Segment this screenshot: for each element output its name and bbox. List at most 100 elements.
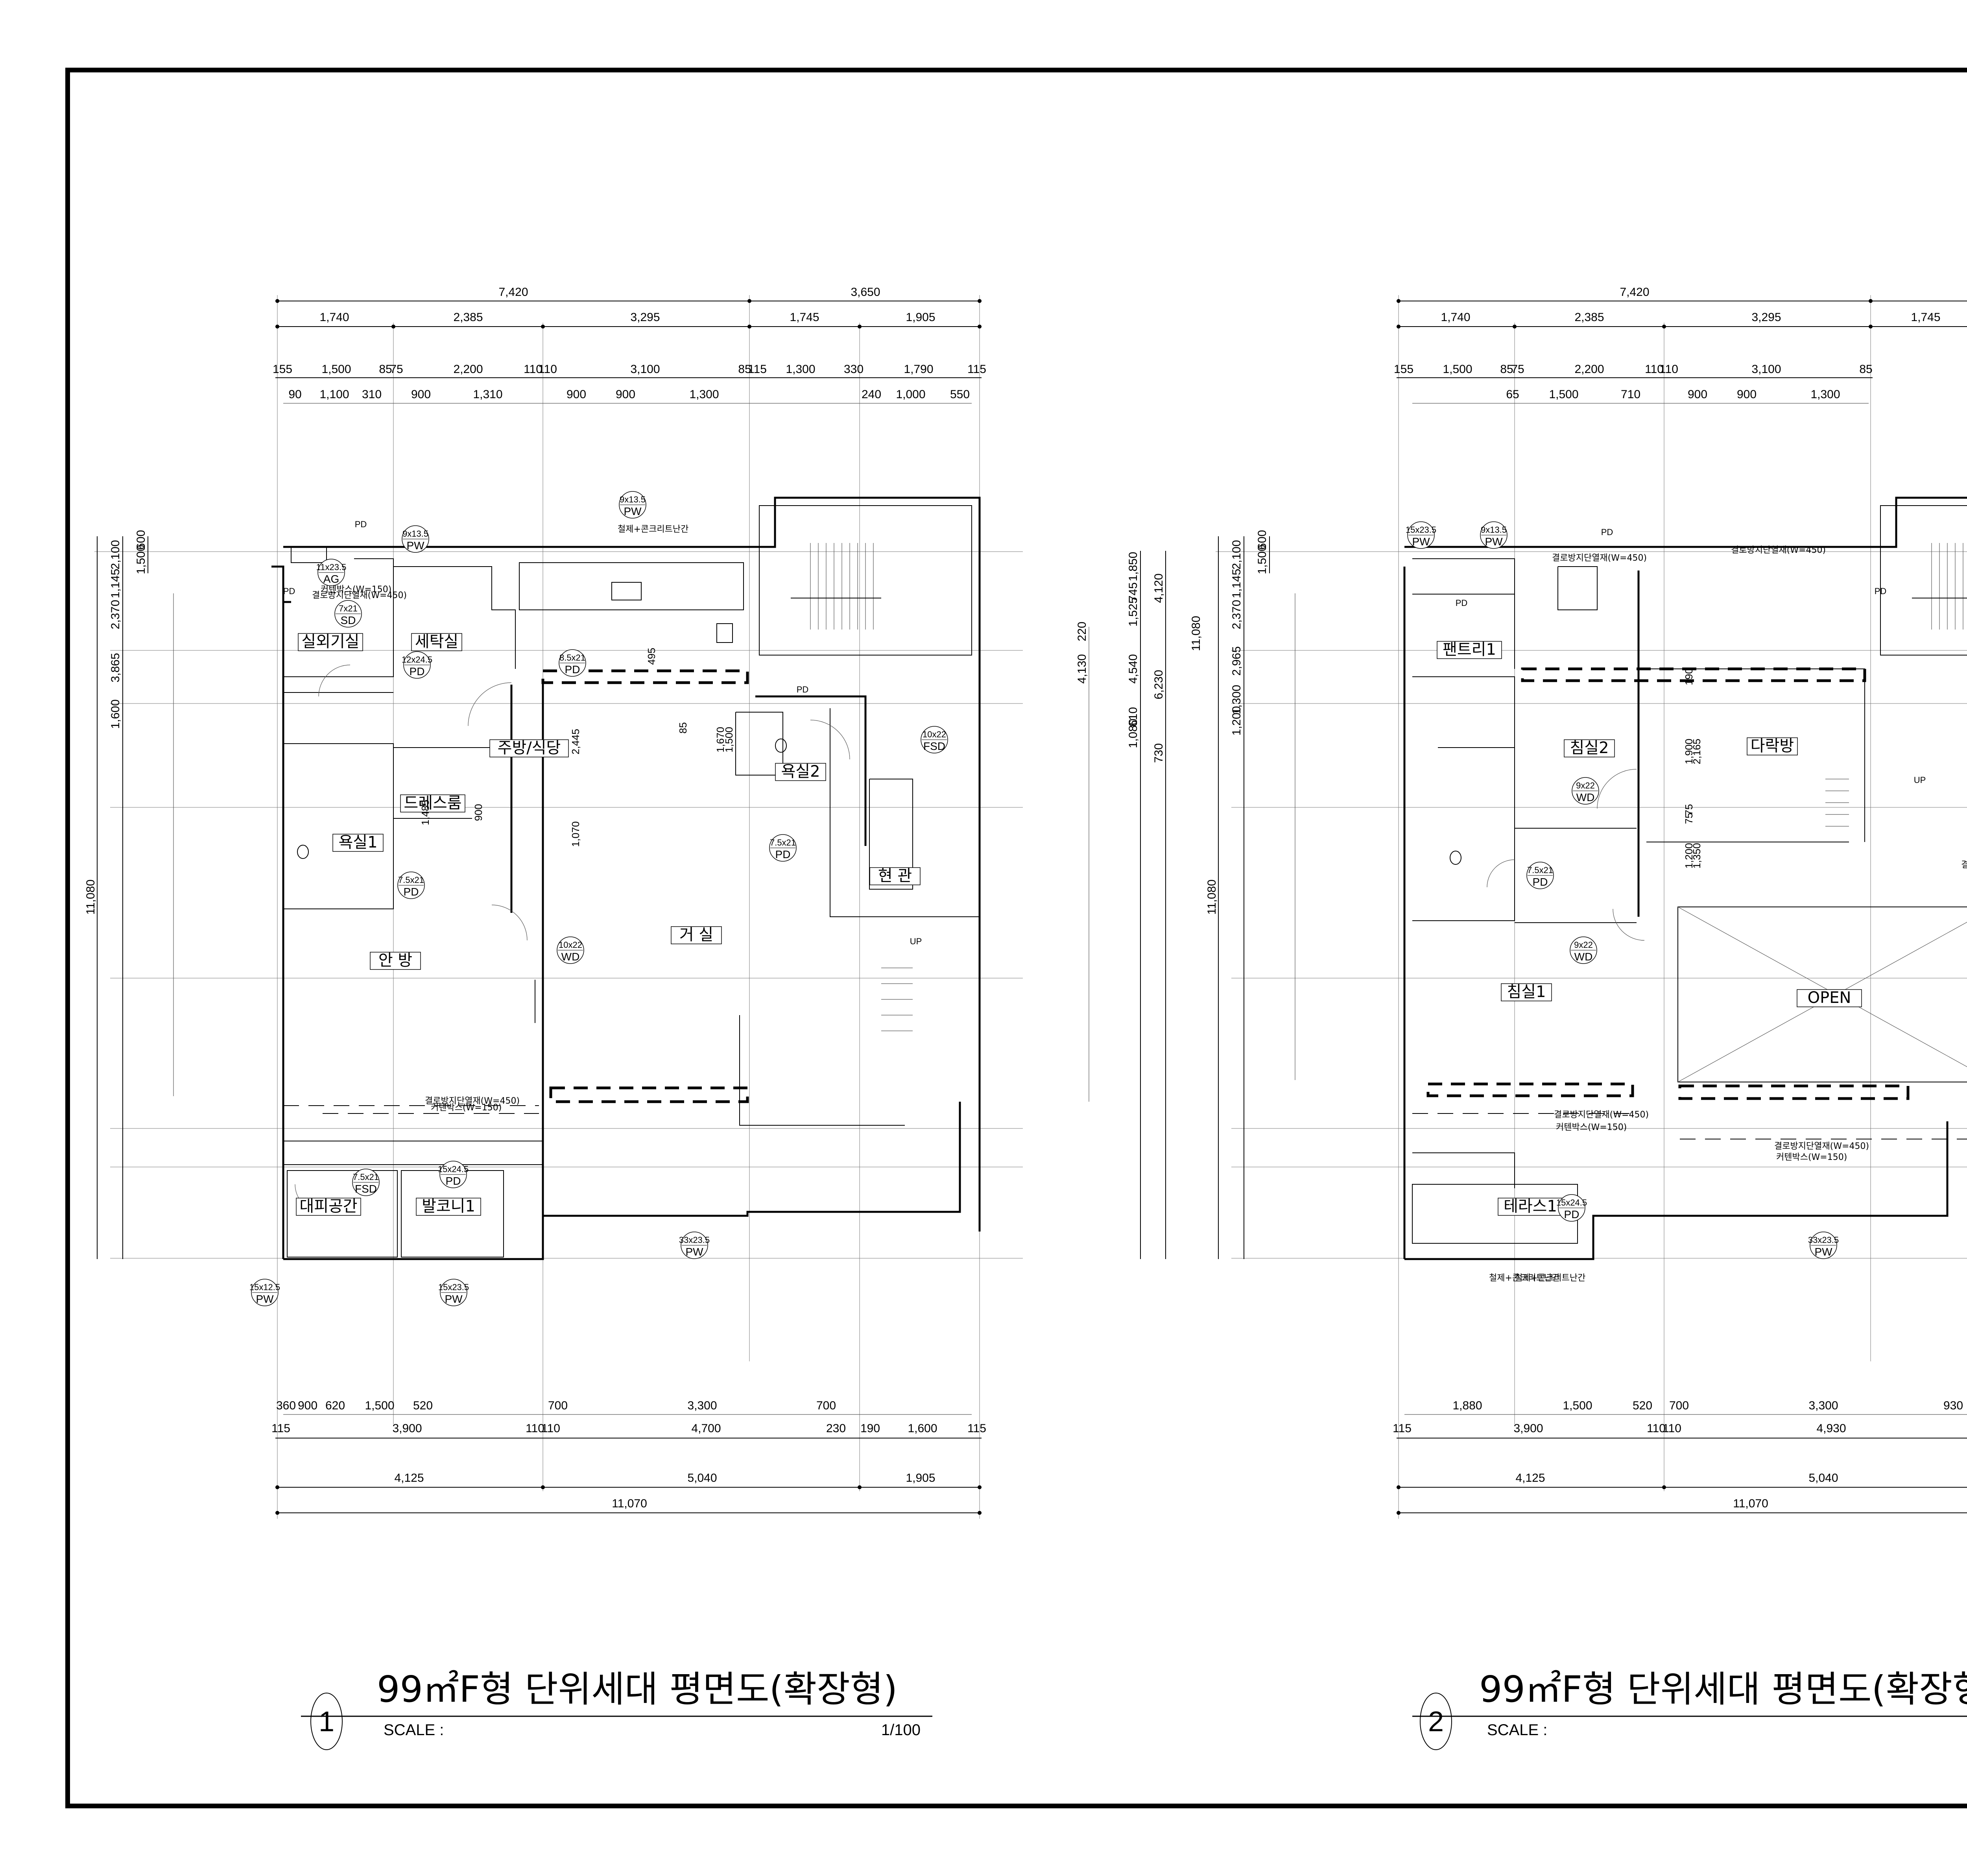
plan2-title-block: 2 99㎡F형 단위세대 평면도(확장형) SCALE : 1/100 bbox=[1412, 1668, 1967, 1750]
dim-text: 1,310 bbox=[473, 388, 502, 401]
opening-size: 15x23.5 bbox=[438, 1282, 469, 1292]
dim-text: 1,740 bbox=[1441, 311, 1470, 324]
dim-text: 900 bbox=[616, 388, 635, 401]
room-label: 테라스1 bbox=[1504, 1197, 1557, 1215]
sink-icon bbox=[611, 582, 642, 600]
dim-text: 3,865 bbox=[109, 653, 122, 682]
dim-text: 155 bbox=[273, 363, 292, 376]
dim-text: 85 bbox=[677, 722, 689, 734]
dim-text: 115 bbox=[967, 1422, 986, 1435]
dim-text: 1,500 bbox=[321, 363, 351, 376]
dim-text: 1,300 bbox=[1230, 685, 1243, 714]
dim-text: 2,100 bbox=[1230, 540, 1243, 569]
dim-text: 1,790 bbox=[904, 363, 933, 376]
room-label: 팬트리1 bbox=[1443, 641, 1496, 659]
opening-type: PD bbox=[1533, 876, 1548, 888]
leader-note: 철제+콘크리트난간 bbox=[1515, 1273, 1585, 1283]
dim-text: 1,070 bbox=[570, 821, 581, 847]
dim-text: 85 bbox=[738, 363, 751, 376]
scale-label: SCALE : bbox=[384, 1721, 444, 1739]
dim-text: 5,040 bbox=[687, 1472, 717, 1485]
opening-size: 7.5x21 bbox=[1527, 865, 1553, 875]
small-label: PD bbox=[1601, 527, 1613, 537]
opening-size: 15x23.5 bbox=[1406, 525, 1436, 535]
opening-type: FSD bbox=[923, 740, 945, 752]
door-swing bbox=[491, 905, 528, 941]
cooktop-icon bbox=[716, 623, 733, 643]
stair bbox=[791, 543, 913, 1031]
dim-text: 1,745 bbox=[790, 311, 819, 324]
opening-type: FSD bbox=[355, 1183, 377, 1195]
dim-text: 900 bbox=[298, 1399, 317, 1412]
dim-text: 110 bbox=[541, 1422, 560, 1435]
opening-type: WD bbox=[1576, 791, 1595, 803]
dim-text: 7,420 bbox=[498, 286, 528, 299]
leader-note: 결로방지단열재(W=450) bbox=[312, 591, 407, 600]
dim-text: 4,540 bbox=[1127, 654, 1140, 683]
dim-text: 65 bbox=[1506, 388, 1519, 401]
dim-text: 1,500 bbox=[135, 545, 148, 574]
dim-text: 495 bbox=[646, 648, 657, 665]
door-swing bbox=[1613, 908, 1645, 941]
dim-text: 2,165 bbox=[1691, 739, 1703, 764]
opening-size: 7.5x21 bbox=[398, 875, 424, 885]
dim-text: 1,000 bbox=[896, 388, 925, 401]
room-label: 다락방 bbox=[1751, 737, 1794, 755]
dim-text: 1,300 bbox=[1810, 388, 1840, 401]
dim-text: 155 bbox=[1394, 363, 1413, 376]
room-label: 세탁실 bbox=[415, 633, 458, 651]
dim-text: 85 bbox=[379, 363, 392, 376]
room-label: 현 관 bbox=[878, 867, 912, 885]
dim-text: 1,905 bbox=[906, 1472, 935, 1485]
opening-size: 12x24.5 bbox=[402, 655, 432, 665]
toilet-icon bbox=[1450, 851, 1461, 865]
dim-text: 600 bbox=[1256, 530, 1269, 550]
opening-type: PD bbox=[775, 848, 791, 860]
dim-text: 85 bbox=[1500, 363, 1513, 376]
room-label: 안 방 bbox=[378, 951, 412, 969]
opening-size: 9x22 bbox=[1574, 940, 1593, 950]
room-label-box bbox=[671, 926, 722, 944]
open-void bbox=[1677, 907, 1967, 1082]
dim-text: 2,370 bbox=[1230, 600, 1243, 629]
leader-note: 철제+콘크리트난간 bbox=[618, 524, 688, 534]
dim-text: 550 bbox=[950, 388, 970, 401]
dim-text: 4,125 bbox=[1515, 1472, 1545, 1485]
dim-text: 1,080 bbox=[1127, 718, 1140, 748]
small-label: PD bbox=[1456, 598, 1468, 608]
room-label: 거 실 bbox=[679, 926, 713, 944]
dim-text: 1,850 bbox=[1127, 552, 1140, 581]
opening-type: PD bbox=[404, 886, 419, 898]
dim-text: 310 bbox=[362, 388, 382, 401]
dim-text: 1,600 bbox=[908, 1422, 937, 1435]
dim-text: 1,500 bbox=[365, 1399, 394, 1412]
dim-text: 2,100 bbox=[109, 540, 122, 569]
plan1-title-block: 1 99㎡F형 단위세대 평면도(확장형) SCALE : 1/100 bbox=[301, 1668, 932, 1750]
room-label-box bbox=[869, 867, 921, 885]
dim-text: 745 bbox=[1127, 582, 1140, 602]
dim-text: 3,900 bbox=[392, 1422, 422, 1435]
dim-text: 1,350 bbox=[1691, 843, 1703, 868]
leader-note: 커텐박스(W=150) bbox=[1776, 1152, 1847, 1162]
dim-text: 4,700 bbox=[691, 1422, 721, 1435]
dim-text: 1,300 bbox=[689, 388, 719, 401]
room-label-box bbox=[416, 1198, 481, 1216]
door-swing bbox=[1597, 769, 1637, 809]
dim-text: 6,230 bbox=[1152, 670, 1165, 699]
dim-text: 110 bbox=[538, 363, 557, 376]
dim-text: 4,125 bbox=[394, 1472, 424, 1485]
plan2-walls bbox=[1403, 497, 1967, 1260]
leader-note: 철제+콘크리트난간 bbox=[1489, 1273, 1560, 1283]
opening-size: 7.5x21 bbox=[770, 838, 796, 848]
dim-text: 900 bbox=[1737, 388, 1757, 401]
opening-type: PW bbox=[445, 1293, 463, 1305]
room-label: 침실1 bbox=[1507, 983, 1546, 1001]
opening-size: 15x24.5 bbox=[1556, 1198, 1587, 1208]
dim-text: 2,445 bbox=[570, 729, 581, 754]
dim-text: 330 bbox=[844, 363, 864, 376]
dim-text: 730 bbox=[1152, 743, 1165, 763]
dim-text: 1,145 bbox=[1230, 569, 1243, 598]
room-label-box bbox=[411, 633, 462, 651]
opening-size: 33x23.5 bbox=[1808, 1235, 1839, 1245]
opening-type: AG bbox=[323, 573, 339, 585]
